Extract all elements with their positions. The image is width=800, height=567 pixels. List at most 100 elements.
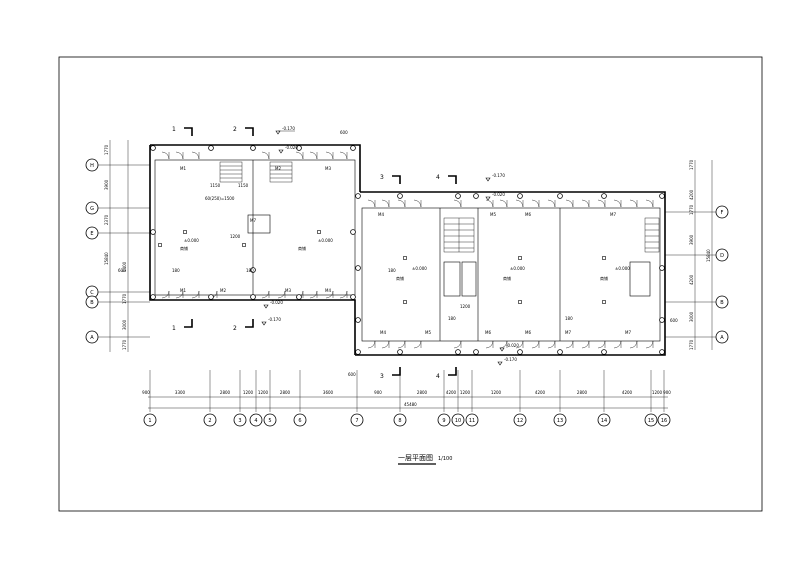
dim-text: 3600 — [323, 390, 334, 395]
section-mark: 2 — [233, 325, 237, 332]
column — [208, 294, 214, 300]
axis-bubble — [249, 413, 263, 427]
column — [473, 193, 479, 199]
stair-dim: 60(250)=1500 — [205, 196, 235, 201]
dim-text: 2800 — [417, 390, 428, 395]
column — [350, 229, 356, 235]
stair-dim: 1200 — [230, 234, 241, 239]
column-post — [158, 243, 162, 247]
column — [250, 294, 256, 300]
door-tag: M3 — [285, 288, 291, 293]
axis-bubble — [143, 413, 157, 427]
dim-text: 2800 — [577, 390, 588, 395]
column — [397, 349, 403, 355]
column — [150, 294, 156, 300]
elevation-markers: -0.170 -0.020 -0.170 -0.020 -0.020 -0.17… — [261, 126, 519, 366]
room-label: 商铺 — [600, 275, 608, 281]
door-swing — [161, 290, 170, 299]
door-swing — [381, 199, 390, 208]
dim-text: 1770 — [689, 204, 694, 215]
door-swing — [309, 290, 318, 299]
axis-bubble — [203, 413, 217, 427]
axis-label: 2 — [208, 418, 211, 424]
column — [659, 193, 665, 199]
dim-text: 4200 — [689, 189, 694, 200]
axis-bubble — [644, 413, 658, 427]
door-swing — [613, 340, 622, 349]
axis-label: 16 — [661, 418, 667, 424]
column — [150, 145, 156, 151]
column — [517, 349, 523, 355]
columns — [150, 145, 665, 355]
door-swing — [453, 199, 462, 208]
bottom-dim-ticks — [149, 370, 665, 412]
door-swing — [381, 340, 390, 349]
axis-bubble — [715, 205, 729, 219]
drawing-title-text: 一层平面图 — [398, 454, 433, 462]
axis-bubble — [85, 330, 99, 344]
axis-label: 4 — [254, 418, 257, 424]
dim-text: 3000 — [122, 319, 127, 330]
elevation-label: -0.170 — [504, 357, 517, 362]
sheet-border — [58, 56, 763, 512]
stair-dim: 1150 — [238, 183, 249, 188]
door-swing — [515, 199, 524, 208]
stair-dim: 180 — [388, 268, 396, 273]
axis-bubble — [715, 295, 729, 309]
axis-label: H — [90, 163, 94, 169]
column — [659, 317, 665, 323]
column-post — [518, 300, 522, 304]
door-swing — [629, 199, 638, 208]
door-tag: M5 — [490, 212, 496, 217]
misc-dim: 600 — [340, 130, 348, 135]
axis-label: 6 — [298, 418, 301, 424]
axis-label: 11 — [469, 418, 475, 424]
drawing-scale: 1/100 — [438, 456, 452, 462]
dim-text: 3000 — [689, 311, 694, 322]
column — [397, 193, 403, 199]
door-swing — [397, 199, 406, 208]
axis-bubble — [451, 413, 465, 427]
section-mark: 4 — [436, 174, 440, 181]
door-swing — [453, 340, 462, 349]
dim-text: 4200 — [535, 390, 546, 395]
stair-dim: 1200 — [460, 304, 471, 309]
axis-bubble — [657, 413, 671, 427]
column — [473, 349, 479, 355]
axis-label: 12 — [517, 418, 523, 424]
axis-label: G — [90, 206, 94, 212]
dim-text: 5400 — [122, 261, 127, 272]
column — [250, 145, 256, 151]
door-swing — [397, 340, 406, 349]
column — [601, 193, 607, 199]
dim-text: 3300 — [175, 390, 186, 395]
door-swing — [499, 199, 508, 208]
axis-bubble — [553, 413, 567, 427]
axis-label: A — [720, 335, 724, 341]
dim-text: 2800 — [280, 390, 291, 395]
floor-level: ±0.000 — [510, 266, 525, 271]
dim-text: 1770 — [122, 339, 127, 350]
dim-text: 1770 — [122, 293, 127, 304]
axis-bubble — [465, 413, 479, 427]
column — [355, 349, 361, 355]
axis-bubble — [85, 201, 99, 215]
column — [208, 145, 214, 151]
column — [350, 294, 356, 300]
door-swing — [645, 340, 654, 349]
stair-west — [219, 161, 293, 183]
axis-bubble — [715, 330, 729, 344]
dim-chain-right: 1770 4200 1770 3900 4200 3000 1770 15840 — [689, 159, 713, 350]
dim-text: 1200 — [243, 390, 254, 395]
axis-bubble — [85, 295, 99, 309]
door-swing — [309, 151, 318, 160]
stair-dim: 1150 — [210, 183, 221, 188]
door-swings-north-east — [367, 199, 654, 208]
dim-text: 15840 — [706, 249, 711, 262]
axis-bubble — [293, 413, 307, 427]
column — [601, 349, 607, 355]
